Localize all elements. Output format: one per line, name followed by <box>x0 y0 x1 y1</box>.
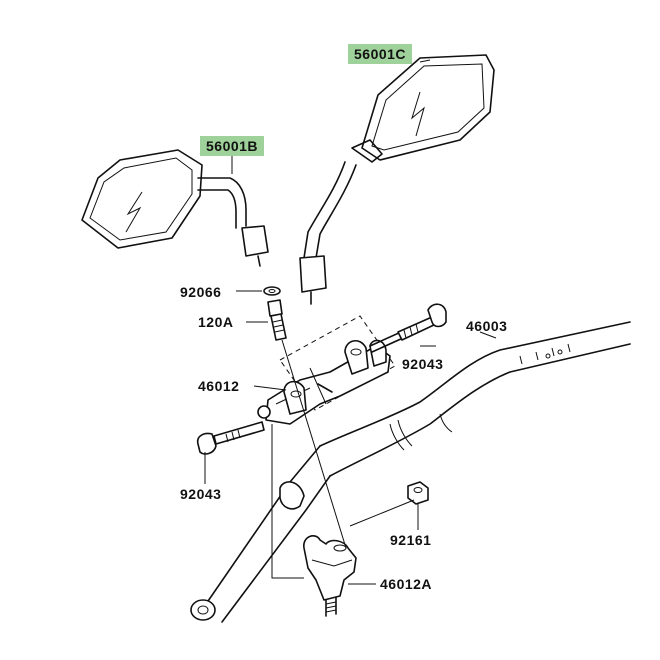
label-46012a: 46012A <box>380 576 433 592</box>
label-46012: 46012 <box>198 378 240 394</box>
ref-line-2 <box>271 424 304 579</box>
ref-line-3 <box>349 499 415 527</box>
nut[interactable] <box>407 481 429 505</box>
label-120a: 120A <box>198 314 234 330</box>
label-56001c: 56001C <box>348 44 413 64</box>
washer[interactable] <box>263 286 281 296</box>
ref-line-1 <box>281 339 347 549</box>
label-56001b: 56001B <box>200 136 265 156</box>
bolt-right[interactable] <box>369 303 447 353</box>
leader-56001c <box>419 59 431 63</box>
bolt-left[interactable] <box>196 421 265 455</box>
bolt-120a[interactable] <box>267 299 287 341</box>
leader-46012 <box>253 385 287 391</box>
leader-46003 <box>479 331 497 339</box>
label-92043-right: 92043 <box>402 356 444 372</box>
handlebar[interactable] <box>190 321 631 623</box>
label-92066: 92066 <box>180 284 222 300</box>
mirror-right[interactable] <box>299 54 495 305</box>
label-46003: 46003 <box>466 318 508 334</box>
ref-line-4 <box>309 367 327 405</box>
mirror-left[interactable] <box>81 149 269 267</box>
label-92043-left: 92043 <box>180 486 222 502</box>
upper-clamp[interactable] <box>257 339 391 425</box>
lower-holder[interactable] <box>303 535 357 617</box>
label-92161: 92161 <box>390 532 432 548</box>
